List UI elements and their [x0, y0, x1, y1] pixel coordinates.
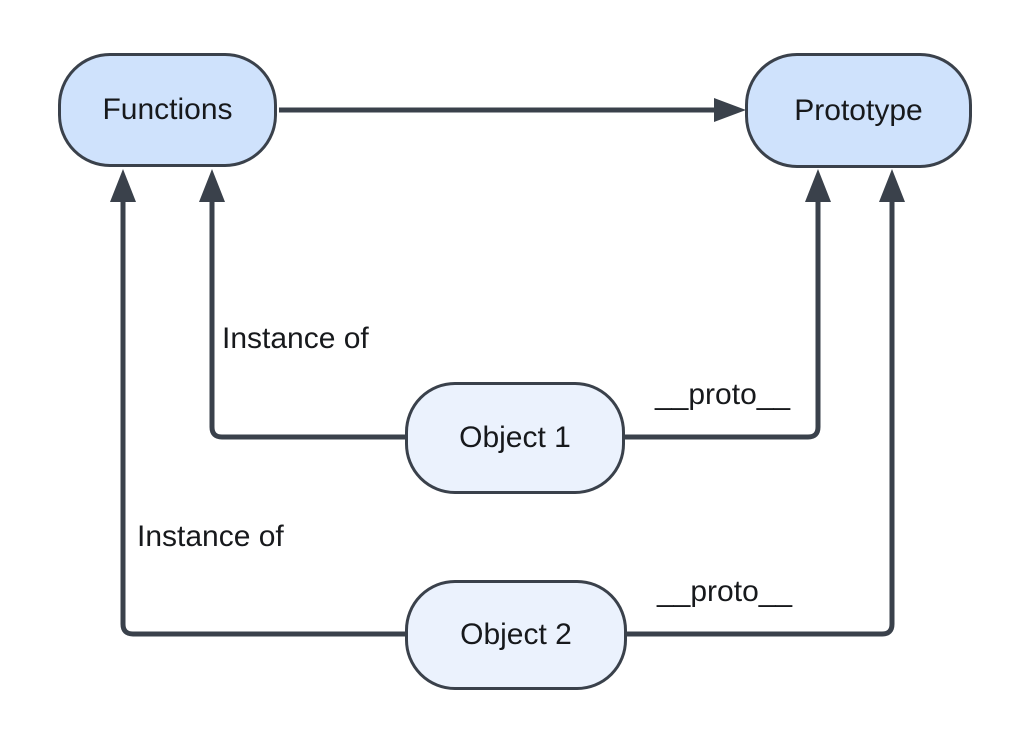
node-object1-label: Object 1	[459, 421, 571, 454]
edge-label-instance-of-object2: Instance of	[137, 520, 284, 553]
arrowhead-into-prototype-left	[714, 98, 746, 122]
edge-object1-to-functions	[209, 202, 405, 440]
node-prototype-label: Prototype	[794, 93, 923, 127]
node-object2: Object 2	[405, 580, 627, 690]
node-object1: Object 1	[405, 382, 625, 494]
edge-label-proto-object2: __proto__	[657, 575, 793, 608]
node-functions: Functions	[58, 53, 277, 167]
edge-label-proto-object1: __proto__	[655, 378, 791, 411]
node-prototype: Prototype	[745, 53, 972, 168]
node-object2-label: Object 2	[460, 618, 572, 651]
edge-object2-to-functions	[120, 202, 405, 637]
edge-object1-to-prototype	[625, 202, 821, 440]
arrowhead-into-functions-left	[110, 169, 136, 202]
arrowhead-into-prototype-bottom-left	[805, 169, 831, 202]
edge-label-instance-of-object1: Instance of	[222, 322, 369, 355]
arrowhead-into-prototype-bottom-right	[879, 169, 905, 202]
arrowhead-into-functions-right	[199, 169, 225, 202]
edge-object2-to-prototype	[627, 202, 895, 637]
node-functions-label: Functions	[102, 93, 233, 126]
